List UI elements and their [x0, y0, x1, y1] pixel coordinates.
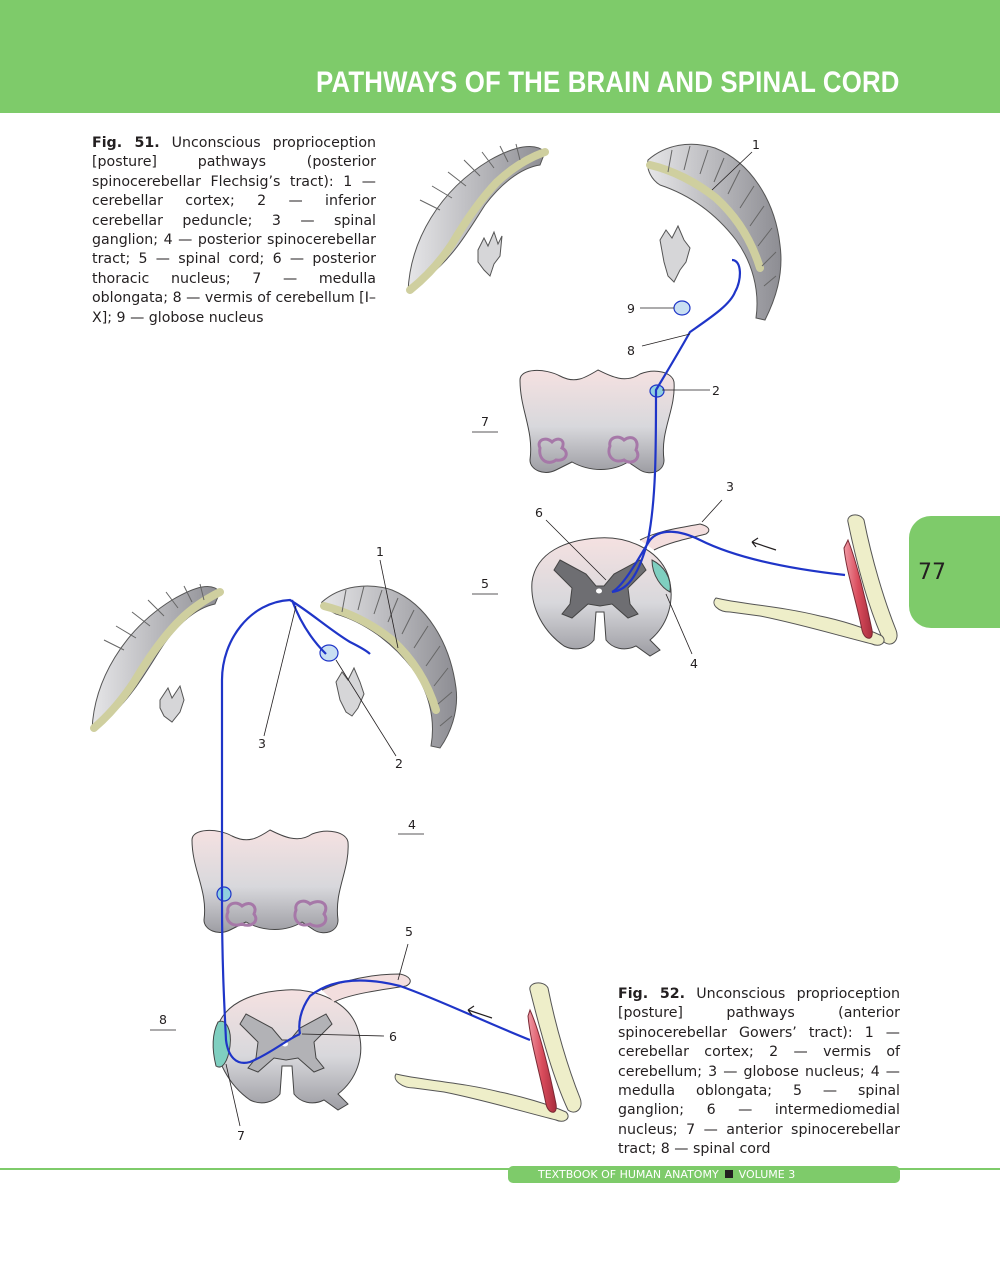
fig51-label-8: 8: [627, 343, 635, 358]
fig51-label-1: 1: [752, 137, 760, 152]
fig52-arm: [395, 983, 581, 1121]
fig51-cerebellum-right: [648, 144, 781, 320]
fig52-label-5: 5: [405, 924, 413, 939]
fig52-label-4: 4: [408, 817, 416, 832]
fig51-label-6: 6: [535, 505, 543, 520]
fig51-medulla-oblongata: [520, 370, 674, 473]
fig52-cerebellum-left: [92, 584, 220, 730]
fig51-label-4: 4: [690, 656, 698, 671]
fig52-label-8: 8: [159, 1012, 167, 1027]
fig51-spinal-cord: [532, 538, 671, 656]
fig52-label-1: 1: [376, 544, 384, 559]
fig51-label-5: 5: [481, 576, 489, 591]
fig52-spinal-cord: [213, 990, 361, 1110]
fig52-label-3: 3: [258, 736, 266, 751]
fig51-label-9: 9: [627, 301, 635, 316]
footer-text: TEXTBOOK OF HUMAN ANATOMY VOLUME 3: [538, 1168, 795, 1181]
fig52-spinal-ganglion: [322, 974, 410, 1002]
fig51-label-7: 7: [481, 414, 489, 429]
footer-square-icon: [725, 1170, 733, 1178]
fig52-globose-nucleus: [320, 645, 338, 661]
fig51-label-2: 2: [712, 383, 720, 398]
figure-52: 1 2 3 4 5 6 7 8: [92, 544, 581, 1143]
fig51-label-3: 3: [726, 479, 734, 494]
footer-book-title: TEXTBOOK OF HUMAN ANATOMY: [538, 1168, 719, 1181]
fig52-label-2: 2: [395, 756, 403, 771]
fig52-cerebellum-right: [322, 586, 457, 748]
fig51-arm: [714, 515, 897, 645]
fig52-label-7: 7: [237, 1128, 245, 1143]
fig51-cerebellum-left: [408, 144, 545, 292]
fig52-label-6: 6: [389, 1029, 397, 1044]
figure-51: 1 2 3 4 5 6 7 8 9: [408, 137, 897, 671]
footer-volume: VOLUME 3: [739, 1168, 796, 1181]
fig51-globose-nucleus: [674, 301, 690, 315]
